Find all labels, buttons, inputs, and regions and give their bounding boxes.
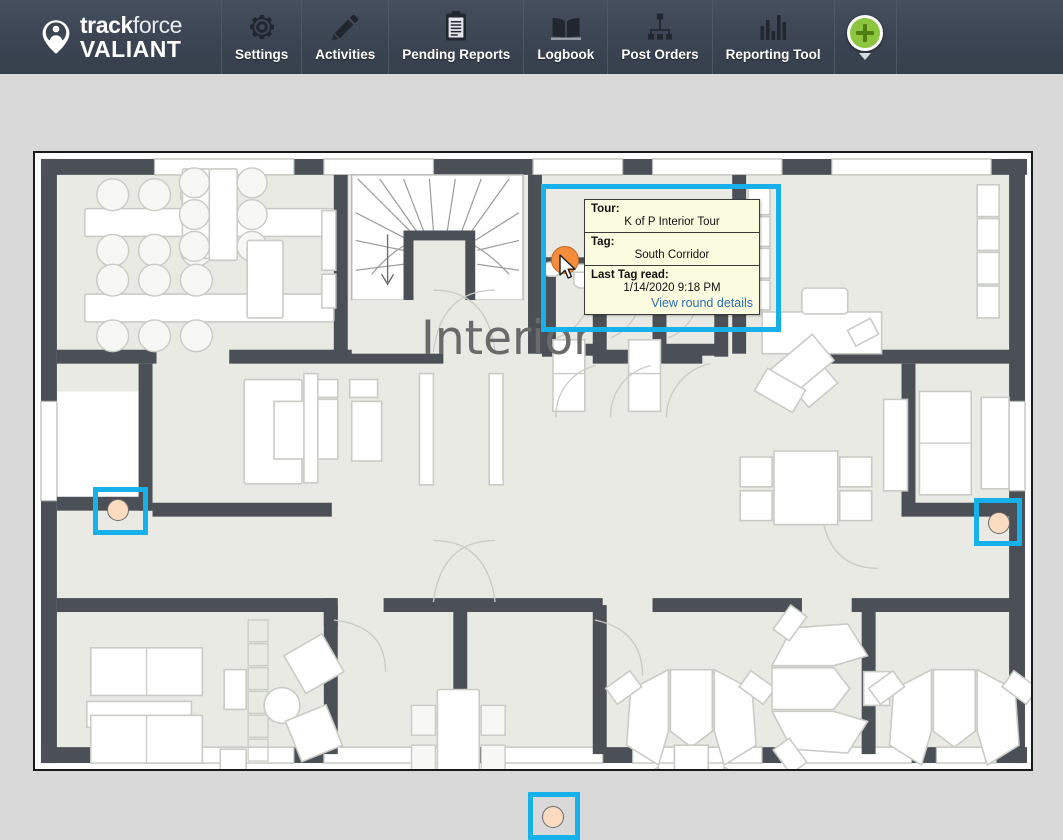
pencil-icon: [330, 10, 360, 42]
nav-label-activities: Activities: [315, 47, 376, 62]
floorplan-canvas[interactable]: .wall { fill:#4b5057; } .room { fill:#e9…: [33, 151, 1033, 840]
brand-line-2: VALIANT: [79, 35, 182, 62]
tooltip-row-last-read: Last Tag read: 1/14/2020 9:18 PM View ro…: [585, 266, 759, 314]
tooltip-tag-value: South Corridor: [634, 249, 710, 261]
open-book-icon: [550, 10, 582, 42]
header-spacer: [897, 0, 1063, 74]
tag-marker-south[interactable]: [528, 792, 580, 840]
add-button[interactable]: [835, 0, 897, 74]
page-content: .wall { fill:#4b5057; } .room { fill:#e9…: [0, 74, 1063, 840]
nav-item-reporting-tool[interactable]: Reporting Tool: [713, 0, 835, 74]
brand-line-1: trackforce: [79, 11, 183, 38]
app-header: trackforce VALIANT Settings: [0, 0, 1063, 74]
gear-icon: [247, 10, 277, 42]
brand-logo[interactable]: trackforce VALIANT: [0, 0, 222, 74]
nav-label-post-orders: Post Orders: [621, 47, 699, 62]
plus-icon: [847, 14, 884, 51]
bar-chart-icon: [758, 10, 788, 42]
tag-marker-east[interactable]: [974, 498, 1022, 546]
tooltip-row-tag: Tag: South Corridor: [585, 233, 759, 266]
main-navigation: Settings Activities: [222, 0, 835, 74]
nav-label-logbook: Logbook: [537, 47, 595, 62]
tag-marker-west[interactable]: [93, 487, 148, 535]
tooltip-last-read-label: Last Tag read:: [591, 269, 669, 281]
tag-dot-west: [107, 499, 129, 521]
caret-down-icon[interactable]: [859, 52, 872, 60]
nav-item-post-orders[interactable]: Post Orders: [608, 0, 713, 74]
tag-marker-active[interactable]: [541, 184, 781, 332]
nav-label-pending-reports: Pending Reports: [402, 47, 511, 62]
tooltip-tour-value: K of P Interior Tour: [624, 216, 720, 228]
nav-item-activities[interactable]: Activities: [302, 0, 390, 74]
tag-dot-active[interactable]: [551, 246, 579, 274]
nav-label-reporting-tool: Reporting Tool: [725, 47, 821, 62]
floorplan-drawing: .wall { fill:#4b5057; } .room { fill:#e9…: [35, 153, 1031, 769]
nav-label-settings: Settings: [235, 47, 289, 62]
location-pin-person-icon: [39, 19, 73, 55]
nav-item-settings[interactable]: Settings: [222, 0, 303, 74]
tag-dot-south: [542, 806, 564, 828]
clipboard-icon: [443, 10, 469, 42]
tooltip-last-read-value: 1/14/2020 9:18 PM: [623, 282, 721, 294]
tooltip-row-tour: Tour: K of P Interior Tour: [585, 200, 759, 233]
view-round-details-link[interactable]: View round details: [651, 296, 753, 310]
tag-dot-east: [988, 512, 1010, 534]
nav-item-logbook[interactable]: Logbook: [524, 0, 609, 74]
tag-info-tooltip[interactable]: Tour: K of P Interior Tour Tag: South Co…: [584, 199, 760, 315]
tooltip-tour-label: Tour:: [591, 203, 620, 215]
tooltip-tag-label: Tag:: [591, 236, 615, 248]
nav-item-pending-reports[interactable]: Pending Reports: [389, 0, 525, 74]
org-chart-icon: [645, 10, 675, 42]
